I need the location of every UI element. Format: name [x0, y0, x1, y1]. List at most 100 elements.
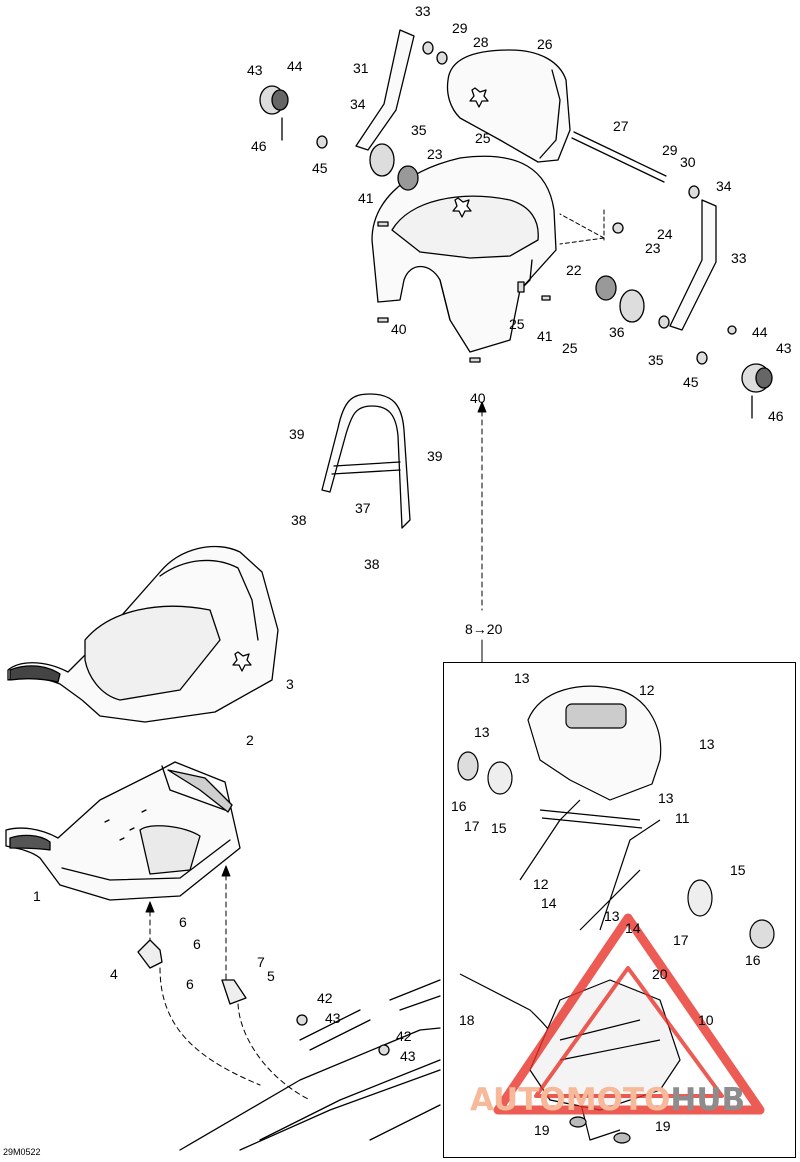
label-14b: 14	[625, 920, 641, 936]
cover-11-recess	[565, 703, 627, 729]
fasteners	[316, 41, 737, 365]
label-23: 23	[645, 240, 661, 256]
label-2: 2	[246, 732, 254, 748]
label-15b: 15	[730, 862, 746, 878]
label-45b: 45	[683, 374, 699, 390]
label-45: 45	[312, 160, 328, 176]
knob-43-right	[741, 363, 773, 419]
label-36: 37	[355, 500, 371, 516]
watermark-text-b: HUB	[670, 1082, 746, 1118]
label-26: 25	[475, 130, 491, 146]
label-35: 35	[411, 122, 427, 138]
backrest-frame-36	[321, 393, 411, 529]
label-22: 23	[427, 146, 443, 162]
watermark-text-a: AUTOMOTO	[470, 1082, 671, 1118]
wheel-16-left	[457, 751, 479, 781]
label-5: 5	[267, 968, 275, 984]
label-13c: 13	[699, 736, 715, 752]
label-17a: 17	[464, 818, 480, 834]
bumper-19-left	[569, 1116, 587, 1128]
inset-reference-label: 8→20	[465, 621, 503, 637]
label-33: 33	[415, 3, 431, 19]
label-10: 11	[675, 810, 690, 826]
label-19b: 19	[655, 1118, 671, 1134]
label-42b: 43	[400, 1048, 416, 1064]
label-28: 27	[613, 118, 629, 134]
label-25b: 25	[562, 340, 578, 356]
cover-11	[527, 685, 662, 801]
bumper-19-right	[613, 1132, 631, 1144]
label-39: 40	[391, 321, 407, 337]
label-32: 33	[731, 250, 747, 266]
knob-43-left	[259, 85, 289, 141]
label-9: 10	[698, 1012, 714, 1028]
label-40b: 41	[537, 328, 553, 344]
label-6: 6	[193, 936, 201, 952]
label-24: 24	[657, 226, 673, 242]
label-13d: 13	[658, 790, 674, 806]
label-30: 29	[452, 20, 468, 36]
label-46: 46	[251, 138, 267, 154]
label-15a: 15	[491, 820, 507, 836]
label-16b: 16	[745, 952, 761, 968]
inset-detail-box	[443, 662, 796, 1158]
label-7: 6	[179, 914, 187, 930]
watermark-triangle	[493, 913, 765, 1115]
label-35b: 36	[609, 324, 625, 340]
label-41b: 42	[396, 1028, 412, 1044]
label-43b: 43	[776, 340, 792, 356]
label-46b: 46	[768, 408, 784, 424]
bracket-5	[221, 979, 247, 1005]
label-34b: 35	[648, 352, 664, 368]
wheel-16-right	[749, 919, 775, 949]
backrest-pad-27	[446, 49, 571, 163]
label-17b: 17	[673, 932, 689, 948]
seat-base-pan	[5, 761, 241, 901]
label-21: 22	[566, 262, 582, 278]
label-13b: 13	[474, 724, 490, 740]
watermark-text: AUTOMOTOHUB	[470, 1082, 745, 1118]
disc-15-left	[487, 761, 513, 795]
label-20: 20	[652, 966, 668, 982]
label-43: 43	[247, 62, 263, 78]
seat-upper	[7, 545, 279, 723]
chassis-rails	[179, 979, 441, 1151]
label-11: 12	[639, 682, 655, 698]
label-14a: 14	[541, 895, 557, 911]
label-13a: 13	[514, 670, 530, 686]
axle-28	[571, 131, 667, 183]
label-7b: 7	[257, 954, 265, 970]
arm-32	[669, 199, 717, 331]
label-1: 1	[33, 888, 41, 904]
label-38: 39	[289, 426, 305, 442]
label-33b: 34	[716, 178, 732, 194]
label-40: 41	[358, 190, 374, 206]
label-3: 3	[286, 676, 294, 692]
drawing-code: 29M0522	[3, 1147, 41, 1157]
label-18: 18	[459, 1012, 475, 1028]
label-27: 26	[537, 36, 553, 52]
label-16a: 16	[451, 798, 467, 814]
label-30b: 30	[680, 154, 696, 170]
bracket-4	[137, 939, 163, 969]
label-12a: 12	[533, 876, 549, 892]
label-38b: 39	[427, 448, 443, 464]
disc-15-right	[687, 879, 713, 917]
inset-parts	[457, 685, 775, 1144]
label-19a: 19	[534, 1122, 550, 1138]
label-37b: 38	[364, 556, 380, 572]
label-12b: 13	[604, 908, 620, 924]
label-39b: 40	[470, 390, 486, 406]
label-44b: 44	[752, 324, 768, 340]
hinge-35-right	[595, 275, 645, 323]
label-6b: 6	[186, 976, 194, 992]
label-31: 31	[353, 60, 369, 76]
frame-10	[519, 799, 661, 931]
label-29b: 29	[662, 142, 678, 158]
label-4: 4	[110, 966, 118, 982]
label-41: 42	[317, 990, 333, 1006]
label-34: 34	[350, 96, 366, 112]
leader-lines	[145, 209, 605, 1101]
label-25: 25	[509, 316, 525, 332]
label-29: 28	[473, 34, 489, 50]
